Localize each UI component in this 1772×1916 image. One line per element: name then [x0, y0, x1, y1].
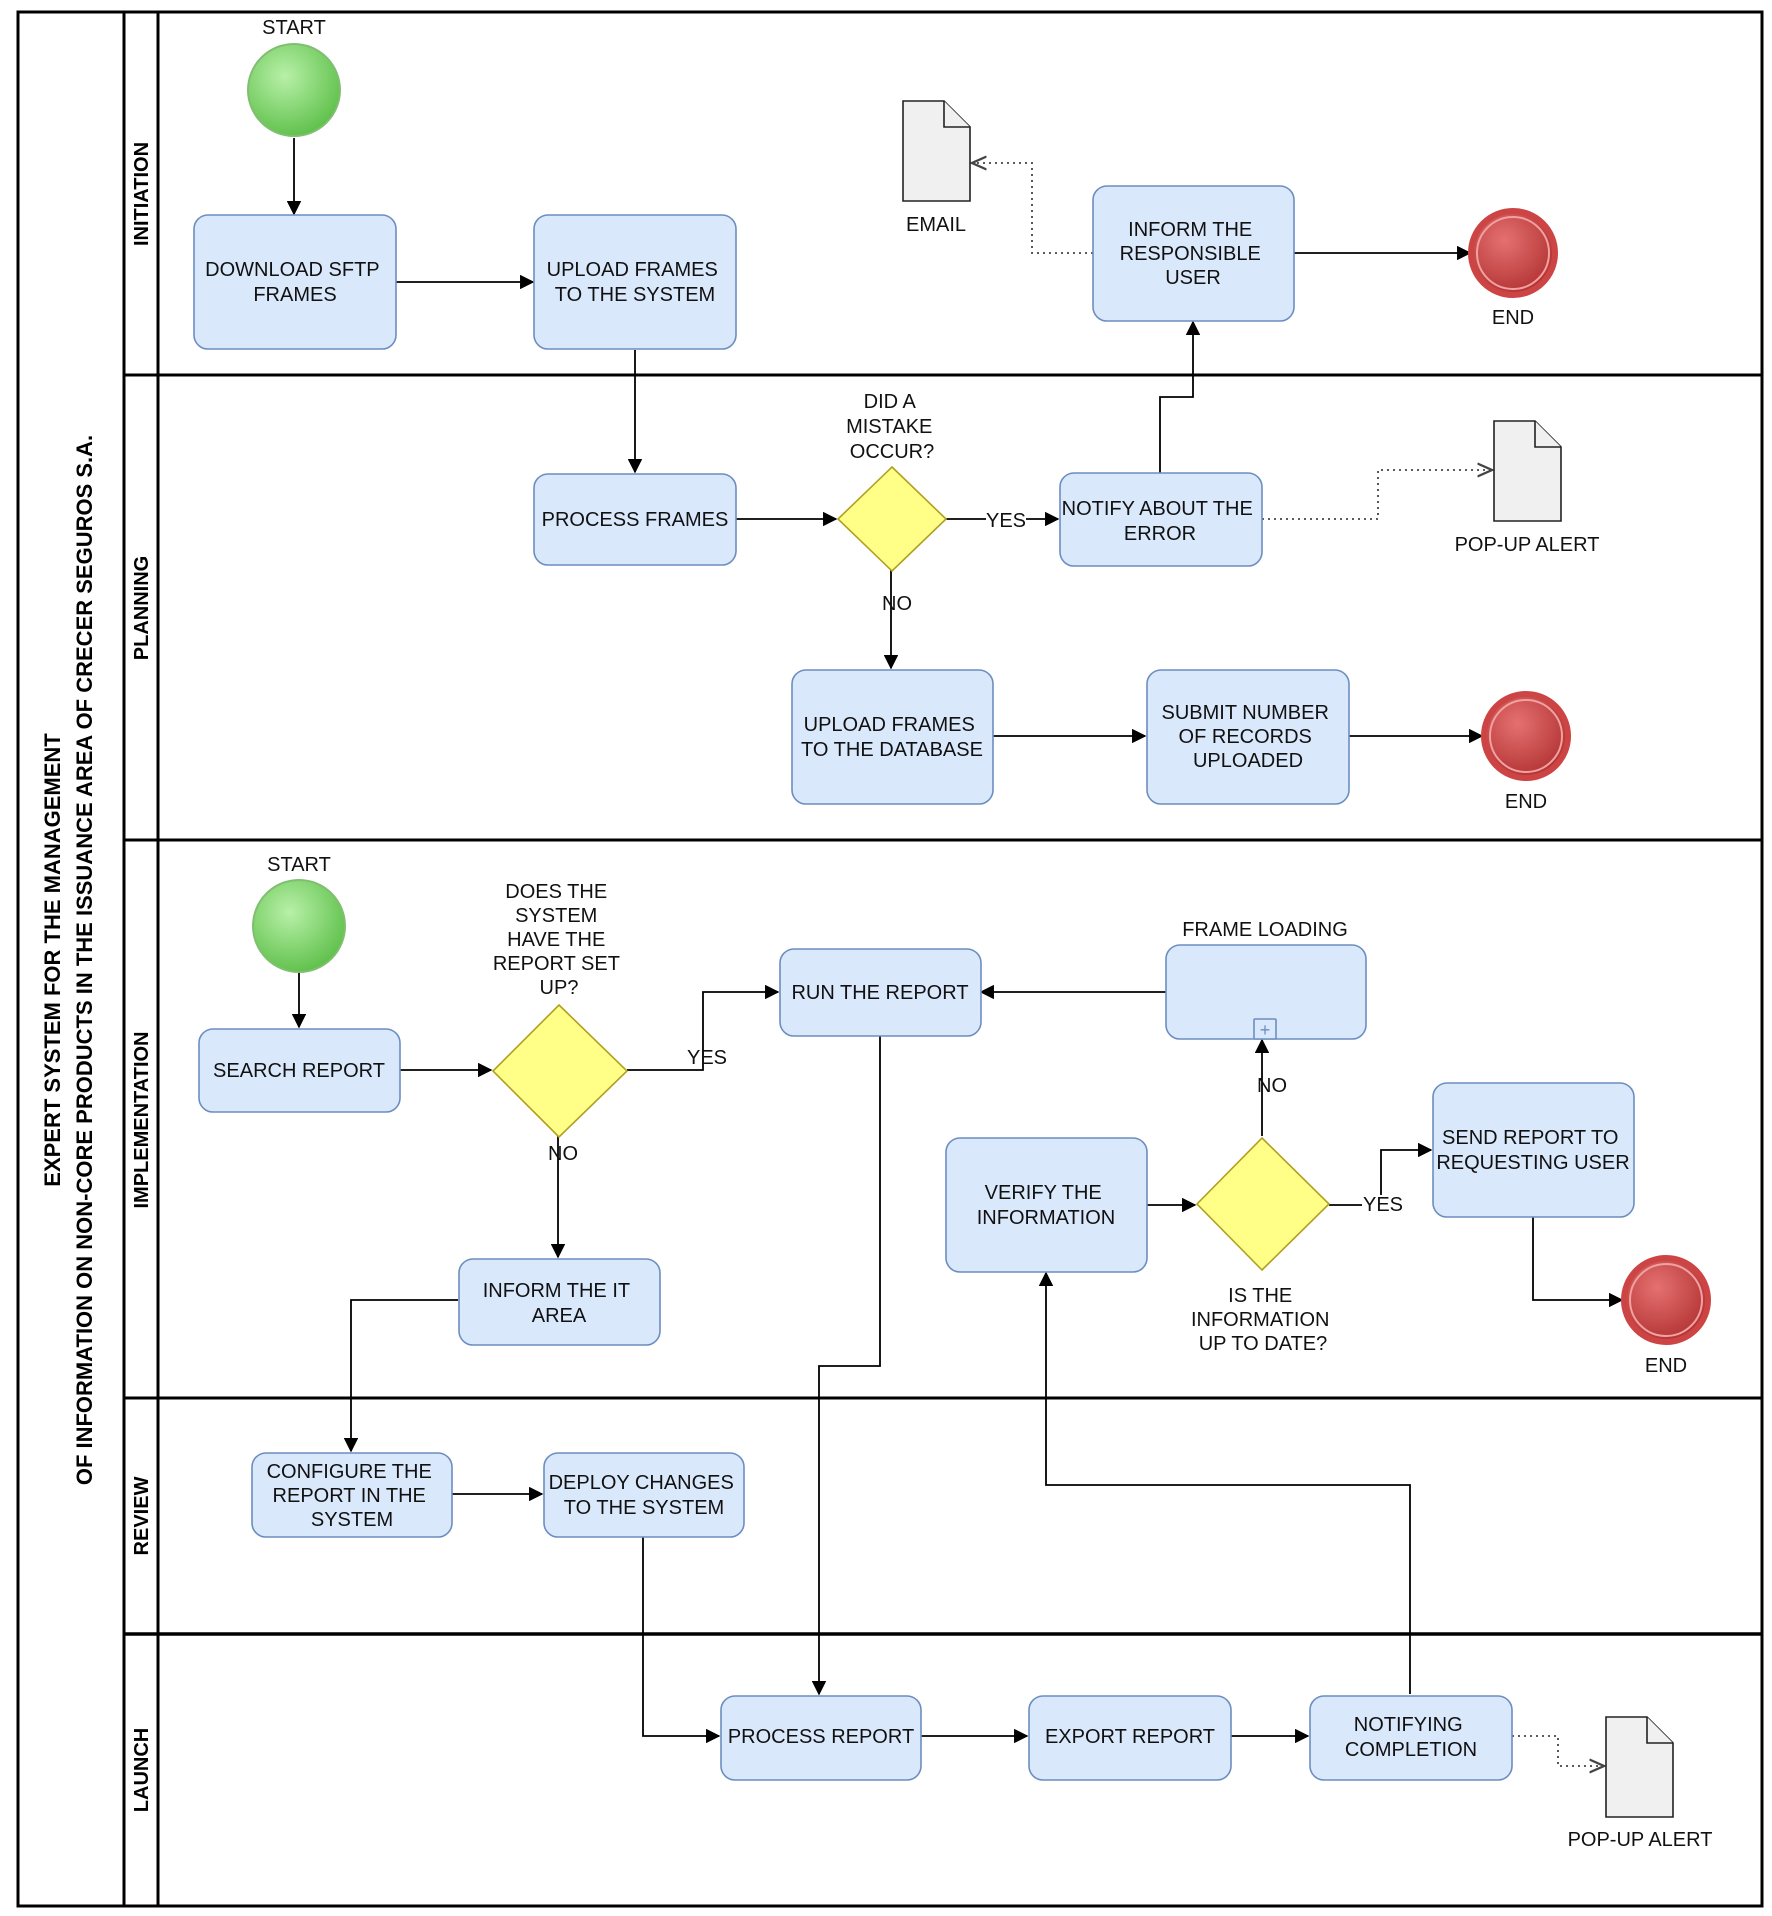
task-notify-about-error: NOTIFY ABOUT THE ERROR [1059, 472, 1263, 567]
document-email: EMAIL [902, 100, 971, 236]
svg-text:INFORM THE IT AREA: INFORM THE IT AREA [483, 1280, 636, 1327]
svg-text:VERIFY THE INFORMATION: VERIFY THE INFORMATION [977, 1182, 1116, 1229]
flow-inform-it-to-configure [343, 1299, 458, 1453]
associations [972, 163, 1604, 1766]
svg-text:DOES THE SYSTEM HA: DOES THE SYSTEM HAVE THE REPORT SET UP? [493, 881, 625, 999]
lane-title-review: REVIEW [131, 1476, 153, 1555]
end-label: END [1645, 1355, 1687, 1377]
pool-title-line2: OF INFORMATION ON NON-CORE PRODUCTS IN T… [72, 435, 97, 1485]
start-event-implementation: START [252, 854, 346, 973]
task-download-sftp-frames: DOWNLOAD SFTP FRAMES [193, 214, 397, 350]
end-label: END [1492, 307, 1534, 329]
svg-text:NOTIFY ABOUT THE ERROR: NOTIFY ABOUT THE ERROR [1062, 498, 1259, 545]
flow-notifying-to-verify [1038, 1271, 1411, 1694]
svg-text:SEARCH REPORT: SEARCH REPORT [213, 1060, 385, 1082]
svg-text:RUN THE REPORT: RUN THE REPORT [791, 982, 968, 1004]
document-popup-launch: POP-UP ALERT [1568, 1716, 1713, 1851]
lane-title-launch: LAUNCH [131, 1728, 153, 1812]
end-event-initiation: END [1468, 208, 1558, 329]
gateway-up-to-date: IS THE INFORMATION UP TO DATE? [1191, 1136, 1335, 1355]
gateway-report-setup: DOES THE SYSTEM HAVE THE REPORT SET UP? [491, 881, 629, 1139]
svg-text:CONFIGURE THE REPORT IN: CONFIGURE THE REPORT IN THE SYSTEM [267, 1461, 438, 1531]
flow-notify-to-inform [1159, 320, 1201, 473]
lane-title-planning: PLANNING [131, 556, 153, 660]
start-label: START [262, 17, 326, 39]
edge-label-uptodate-no: NO [1257, 1075, 1287, 1097]
start-event-initiation: START [247, 17, 341, 137]
flow-uptodate-yes [1329, 1142, 1433, 1206]
task-run-the-report: RUN THE REPORT [779, 948, 982, 1037]
sequence-flows [286, 138, 1624, 1744]
task-submit-number-records: SUBMIT NUMBER OF RECORDS UPLOADED [1146, 669, 1350, 805]
popup-alert-label: POP-UP ALERT [1568, 1829, 1713, 1851]
end-event-planning: END [1481, 691, 1571, 813]
document-popup-planning: POP-UP ALERT [1455, 420, 1600, 556]
task-inform-responsible-user: INFORM THE RESPONSIBLE USER [1092, 185, 1295, 322]
flow-deploy-to-process-report [642, 1537, 721, 1744]
task-notifying-completion: NOTIFYING COMPLETION [1309, 1695, 1513, 1781]
svg-text:SUBMIT NUMBER OF RECORDS: SUBMIT NUMBER OF RECORDS UPLOADED [1162, 702, 1335, 772]
task-verify-information: VERIFY THE INFORMATION [945, 1137, 1148, 1273]
flow-run-to-process-report [811, 1036, 881, 1696]
task-send-report-requesting-user: SEND REPORT TO REQUESTING USER [1432, 1082, 1635, 1218]
edge-label-setup-yes: YES [687, 1047, 727, 1069]
task-configure-report: CONFIGURE THE REPORT IN THE SYSTEM [251, 1452, 453, 1538]
edge-label-mistake-yes: YES [986, 510, 1026, 532]
expand-icon [1253, 1018, 1277, 1040]
end-event-implementation: END [1621, 1255, 1711, 1377]
svg-text:SEND REPORT TO REQUESTIN: SEND REPORT TO REQUESTING USER [1436, 1127, 1629, 1174]
pool-title-line1: EXPERT SYSTEM FOR THE MANAGEMENT [40, 733, 65, 1187]
end-label: END [1505, 791, 1547, 813]
task-inform-it-area: INFORM THE IT AREA [458, 1258, 661, 1346]
task-process-frames: PROCESS FRAMES [533, 473, 737, 566]
lane-title-implementation: IMPLEMENTATION [131, 1031, 153, 1208]
svg-text:DOWNLOAD SFTP FRAMES: DOWNLOAD SFTP FRAMES [205, 259, 385, 306]
pool-title: EXPERT SYSTEM FOR THE MANAGEMENT OF INFO… [40, 435, 97, 1485]
flow-send-to-end [1532, 1217, 1624, 1308]
popup-alert-label: POP-UP ALERT [1455, 534, 1600, 556]
email-label: EMAIL [906, 214, 966, 236]
svg-text:PROCESS FRAMES: PROCESS FRAMES [542, 509, 729, 531]
edge-label-setup-no: NO [548, 1143, 578, 1165]
pool-frame [16, 10, 1764, 1908]
svg-text:EXPORT REPORT: EXPORT REPORT [1045, 1726, 1215, 1748]
subprocess-label: FRAME LOADING [1182, 919, 1348, 941]
assoc-notify-to-popup [1262, 470, 1492, 520]
gateway-mistake: DID A MISTAKE OCCUR? [836, 391, 948, 573]
task-upload-frames-database: UPLOAD FRAMES TO THE DATABASE [791, 669, 994, 805]
assoc-inform-to-email [972, 163, 1093, 254]
expand-marker: + [1260, 1020, 1271, 1040]
task-search-report: SEARCH REPORT [198, 1028, 401, 1113]
task-process-report: PROCESS REPORT [720, 1695, 922, 1781]
subprocess-frame-loading: + FRAME LOADING [1165, 919, 1367, 1040]
svg-text:DEPLOY CHANGES TO THE SY: DEPLOY CHANGES TO THE SYSTEM [549, 1472, 740, 1519]
svg-text:NOTIFYING COMPLETION: NOTIFYING COMPLETION [1345, 1714, 1477, 1761]
edge-label-uptodate-yes: YES [1363, 1194, 1403, 1216]
task-deploy-changes: DEPLOY CHANGES TO THE SYSTEM [543, 1452, 745, 1538]
start-label: START [267, 854, 331, 876]
edge-label-mistake-no: NO [882, 593, 912, 615]
lane-title-initiation: INITIATION [131, 142, 153, 246]
svg-text:UPLOAD FRAMES TO THE DAT: UPLOAD FRAMES TO THE DATABASE [801, 714, 983, 761]
task-upload-frames-system: UPLOAD FRAMES TO THE SYSTEM [533, 214, 737, 350]
assoc-notifying-to-popup [1512, 1735, 1604, 1766]
task-export-report: EXPORT REPORT [1028, 1695, 1232, 1781]
flow-setup-yes [627, 984, 780, 1071]
svg-text:PROCESS REPORT: PROCESS REPORT [728, 1726, 914, 1748]
svg-text:UPLOAD FRAMES TO THE SYS: UPLOAD FRAMES TO THE SYSTEM [547, 259, 724, 306]
edge-labels: YES NO YES NO NO YES [548, 510, 1403, 1216]
svg-text:INFORM THE RESPONSIBLE: INFORM THE RESPONSIBLE USER [1120, 219, 1267, 289]
svg-text:IS THE INFORMATION: IS THE INFORMATION UP TO DATE? [1191, 1285, 1335, 1355]
svg-text:DID A MISTAKE OCCU: DID A MISTAKE OCCUR? [846, 391, 938, 463]
